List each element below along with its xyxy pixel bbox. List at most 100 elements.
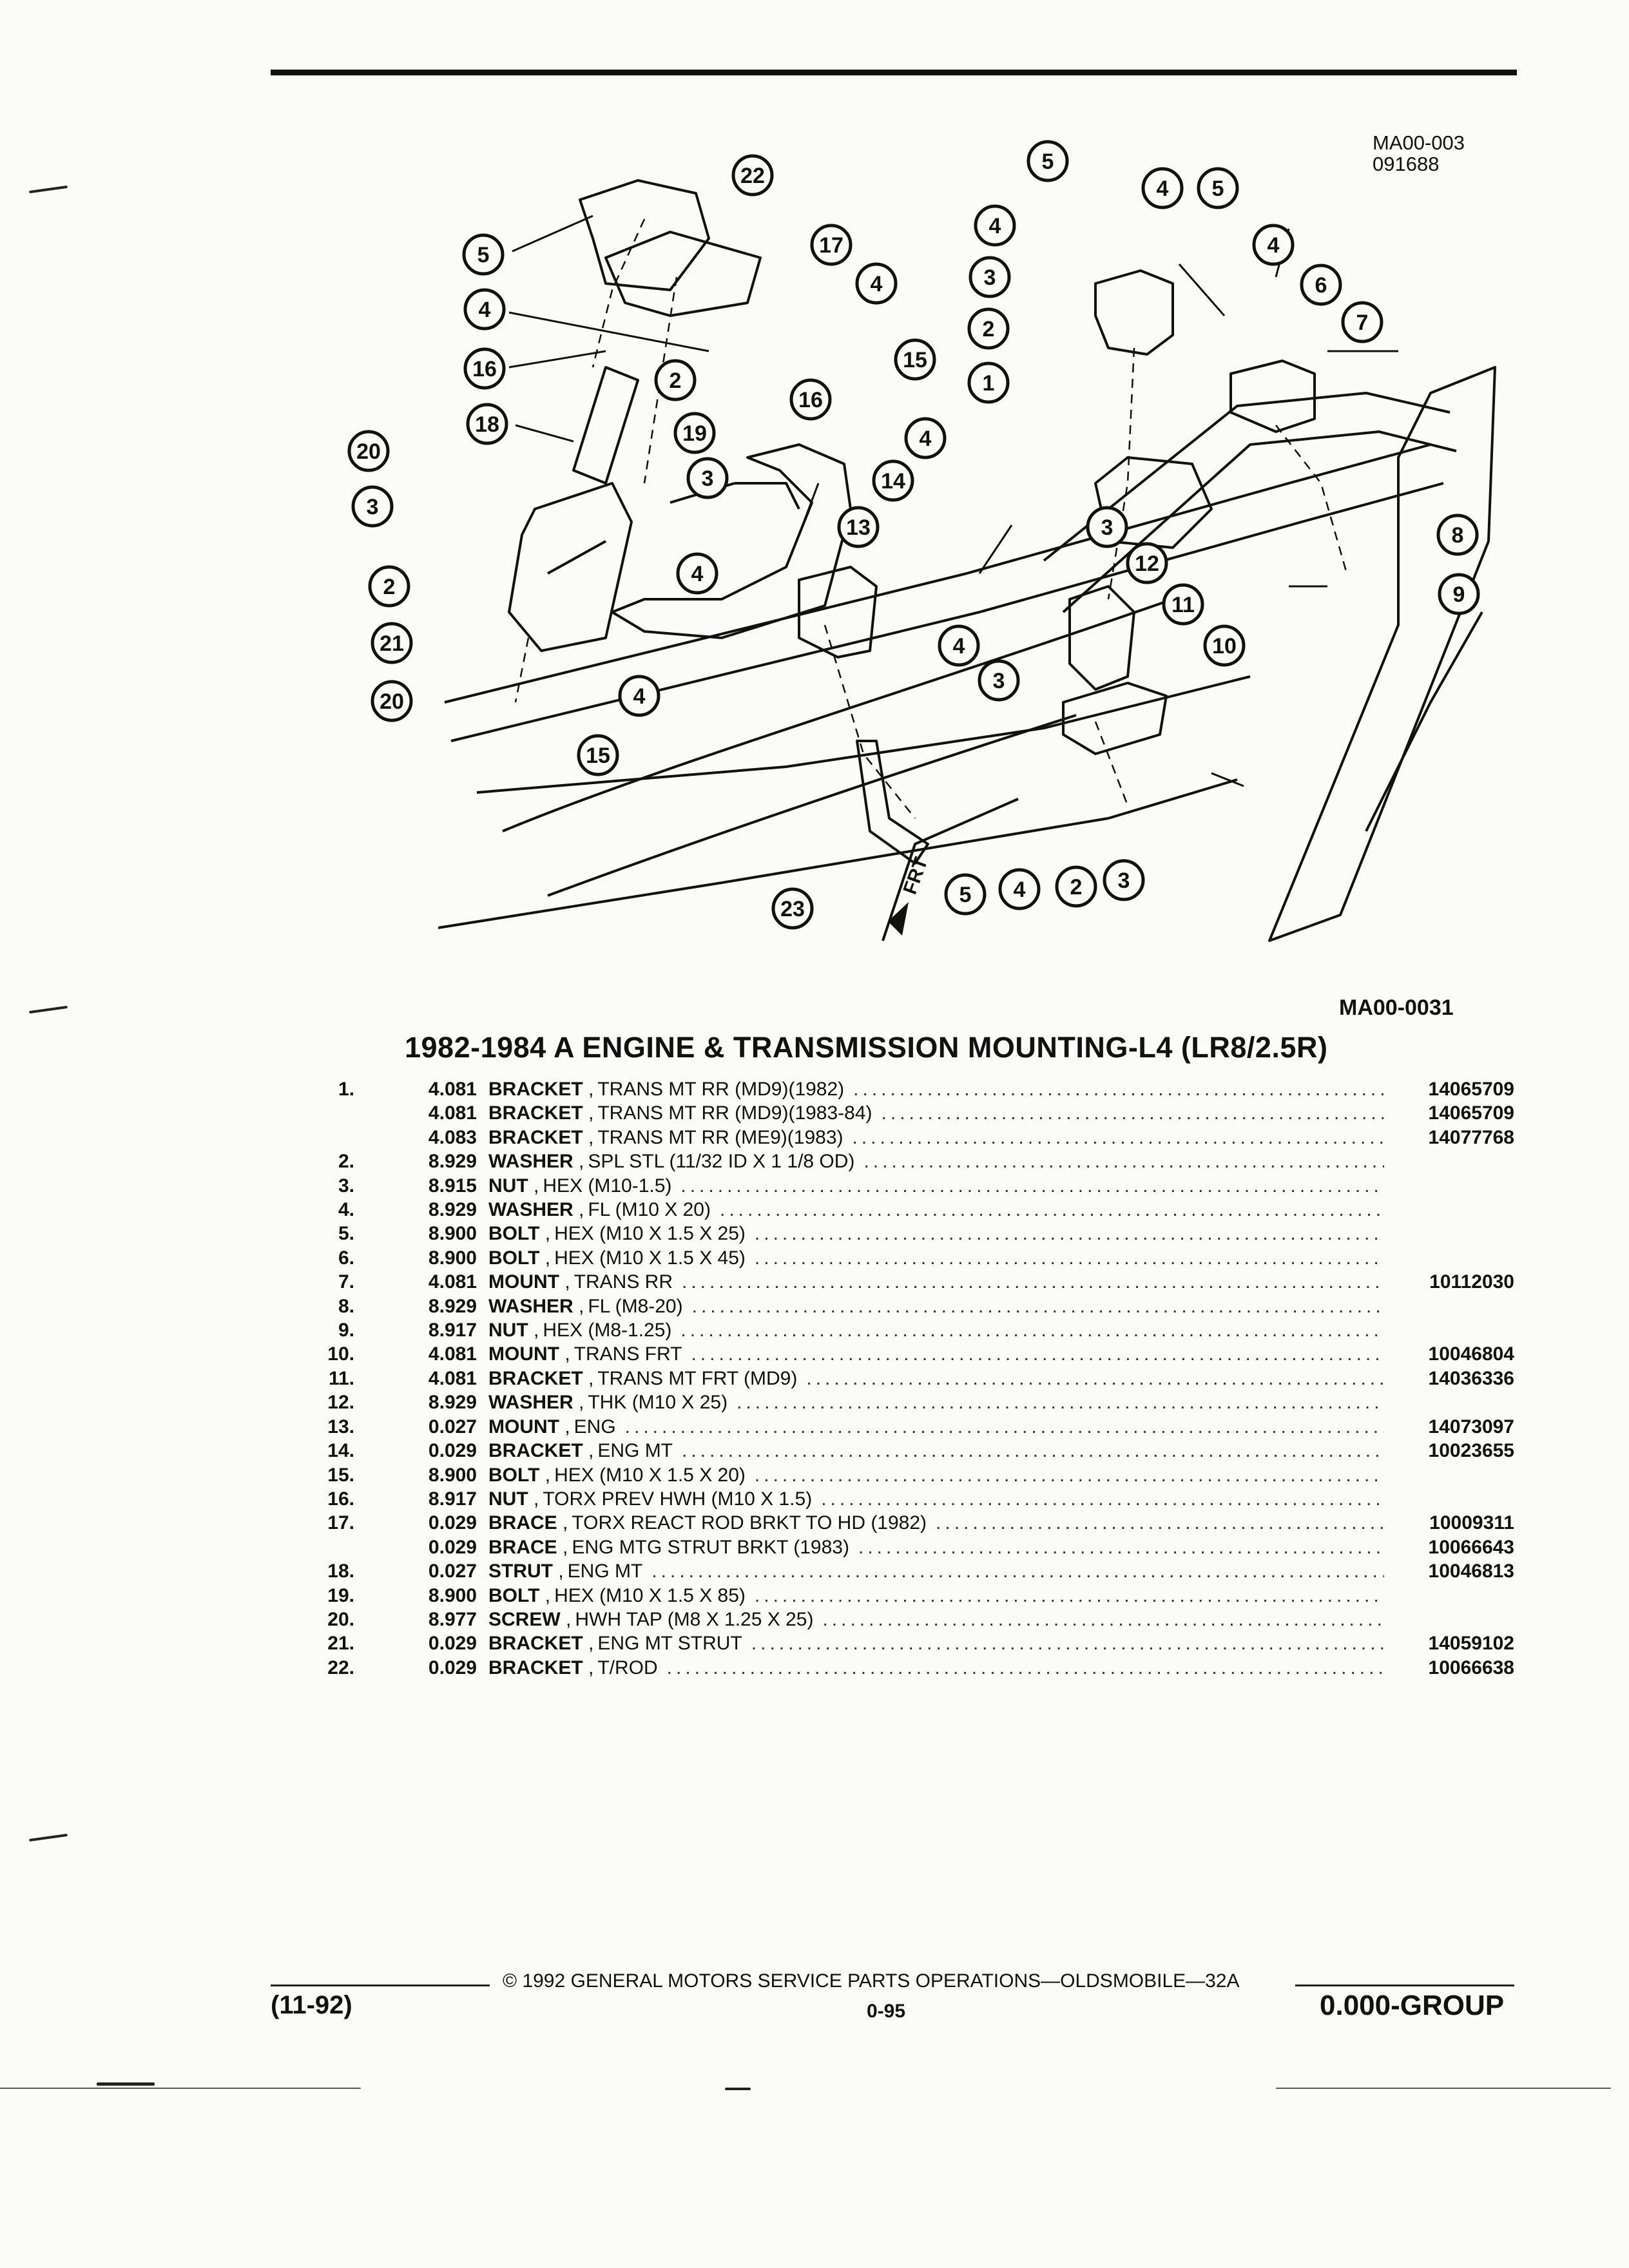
- separator: ,: [539, 1464, 551, 1486]
- svg-text:3: 3: [702, 466, 714, 491]
- part-number: 10066643: [1428, 1536, 1514, 1558]
- group-number: 0.027: [428, 1416, 477, 1437]
- group-number: 0.029: [428, 1440, 477, 1462]
- part-number: 10112030: [1429, 1271, 1514, 1293]
- part-spec: HEX (M10-1.5): [543, 1175, 672, 1196]
- item-number: 12.: [327, 1392, 354, 1414]
- part-number: [1392, 1198, 1514, 1222]
- front-direction-label: FRT: [900, 854, 932, 897]
- part-name: BOLT: [488, 1464, 540, 1486]
- part-description: BOLT ,HEX (M10 X 1.5 X 45): [477, 1246, 1392, 1270]
- part-spec: TRANS MT RR (ME9)(1983): [597, 1126, 843, 1148]
- item-number: 16.: [327, 1488, 354, 1510]
- dot-leader: [755, 1222, 1384, 1245]
- part-description: NUT ,HEX (M8-1.25): [477, 1318, 1392, 1342]
- callout-8: 8: [1436, 514, 1479, 556]
- callout-5: 5: [944, 873, 987, 916]
- item-number: 19.: [327, 1584, 354, 1606]
- part-spec: HEX (M10 X 1.5 X 85): [554, 1584, 746, 1606]
- part-spec: TRANS MT RR (MD9)(1982): [597, 1079, 845, 1100]
- svg-text:1: 1: [983, 371, 995, 396]
- diagram-code: MA00-0031: [1339, 995, 1454, 1020]
- svg-text:3: 3: [993, 669, 1005, 693]
- dot-leader: [755, 1584, 1384, 1608]
- part-number: [1392, 1608, 1514, 1631]
- dot-leader: [667, 1656, 1384, 1680]
- callout-18: 18: [466, 403, 508, 445]
- page-number: 0-95: [867, 2001, 906, 2022]
- svg-text:21: 21: [380, 631, 404, 656]
- part-description: MOUNT ,TRANS FRT: [477, 1342, 1392, 1366]
- part-number: [1392, 1222, 1514, 1245]
- part-description: STRUT ,ENG MT: [477, 1559, 1392, 1583]
- callout-4: 4: [676, 552, 718, 595]
- dot-leader: [680, 1318, 1384, 1342]
- group-number: 0.029: [428, 1512, 477, 1534]
- part-number: [1392, 1149, 1514, 1173]
- svg-text:5: 5: [477, 243, 490, 267]
- group-number: 8.900: [428, 1584, 477, 1606]
- part-number: 10046804: [1428, 1343, 1514, 1365]
- part-number: [1392, 1390, 1514, 1414]
- separator: ,: [583, 1079, 594, 1100]
- dot-leader: [858, 1535, 1384, 1559]
- separator: ,: [539, 1247, 551, 1269]
- svg-text:4: 4: [1157, 177, 1169, 201]
- callout-20: 20: [371, 680, 413, 722]
- part-description: BRACE ,TORX REACT ROD BRKT TO HD (1982): [477, 1511, 1392, 1535]
- section-title: 1982-1984 A ENGINE & TRANSMISSION MOUNTI…: [405, 1031, 1328, 1064]
- part-description: BOLT ,HEX (M10 X 1.5 X 25): [477, 1222, 1392, 1245]
- part-description: BRACKET ,ENG MT STRUT: [477, 1631, 1392, 1655]
- svg-text:7: 7: [1356, 311, 1369, 335]
- svg-text:4: 4: [691, 562, 704, 586]
- part-description: SCREW ,HWH TAP (M8 X 1.25 X 25): [477, 1608, 1392, 1631]
- part-name: BRACKET: [488, 1102, 583, 1124]
- callout-16: 16: [789, 378, 832, 421]
- dot-leader: [821, 1487, 1384, 1511]
- group-code: 0.000-GROUP: [1320, 1990, 1505, 2021]
- callout-2: 2: [368, 565, 410, 608]
- group-number: 8.917: [428, 1320, 477, 1341]
- dot-leader: [720, 1198, 1384, 1222]
- svg-text:3: 3: [984, 265, 996, 290]
- part-description: MOUNT ,TRANS RR: [477, 1270, 1392, 1294]
- callout-14: 14: [872, 459, 914, 502]
- part-spec: SPL STL (11/32 ID X 1 1/8 OD): [588, 1151, 855, 1173]
- svg-text:4: 4: [989, 214, 1001, 238]
- part-description: WASHER ,THK (M10 X 25): [477, 1390, 1392, 1414]
- callout-11: 11: [1162, 583, 1204, 626]
- item-number: 6.: [338, 1247, 354, 1269]
- dot-leader: [853, 1126, 1384, 1149]
- group-number: 8.900: [428, 1464, 477, 1486]
- top-rule: [271, 70, 1517, 75]
- separator: ,: [583, 1367, 594, 1389]
- part-description: BRACE ,ENG MTG STRUT BRKT (1983): [477, 1535, 1392, 1559]
- bottom-mark: [725, 2088, 751, 2090]
- item-number: 5.: [338, 1223, 354, 1245]
- callout-1: 1: [967, 361, 1010, 404]
- part-number: 10046813: [1428, 1561, 1514, 1582]
- callout-13: 13: [837, 506, 880, 548]
- svg-text:22: 22: [740, 164, 765, 188]
- dot-leader: [806, 1367, 1384, 1390]
- separator: ,: [583, 1126, 594, 1148]
- dot-leader: [682, 1439, 1384, 1463]
- part-number: 10066638: [1428, 1657, 1514, 1678]
- part-number: [1392, 1246, 1514, 1270]
- part-spec: ENG MT: [597, 1440, 673, 1462]
- part-number: 10023655: [1428, 1440, 1514, 1462]
- bottom-mark: [97, 2082, 155, 2086]
- bottom-rule: [0, 2088, 361, 2089]
- part-spec: HEX (M8-1.25): [543, 1320, 672, 1341]
- part-description: BOLT ,HEX (M10 X 1.5 X 20): [477, 1463, 1392, 1487]
- item-number: 9.: [338, 1320, 354, 1341]
- callout-2: 2: [1055, 865, 1097, 908]
- dot-leader: [882, 1101, 1384, 1125]
- margin-mark: [29, 1833, 68, 1842]
- separator: ,: [583, 1657, 594, 1678]
